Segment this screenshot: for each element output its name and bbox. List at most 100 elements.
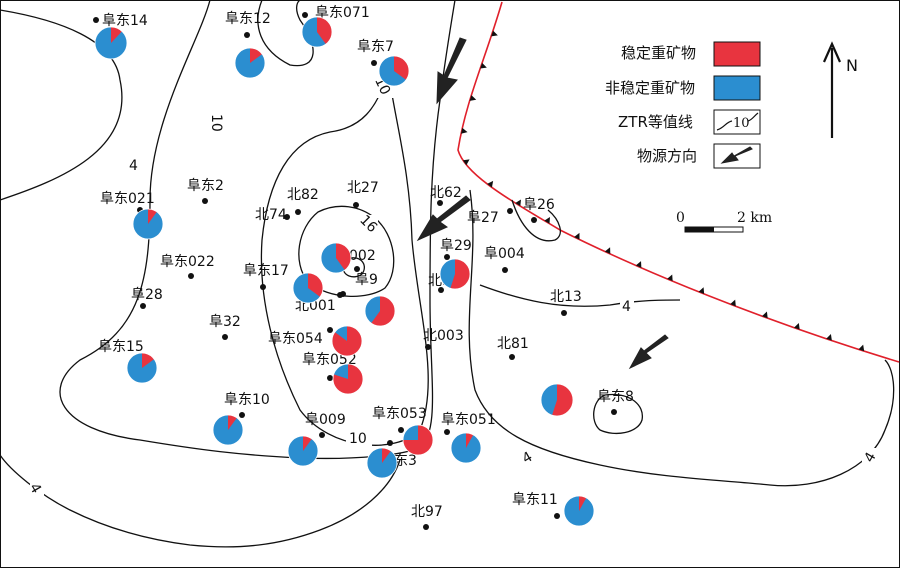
pie-outline (94, 26, 128, 60)
well-dot (423, 524, 429, 530)
legend-provenance-arrow (720, 146, 753, 164)
well-label: 阜26 (523, 196, 555, 213)
well-dot (327, 327, 333, 333)
pie-chart (234, 47, 266, 79)
well-dot (554, 513, 560, 519)
contour-label: 4 (622, 299, 631, 315)
provenance-arrow-center (416, 195, 471, 242)
pie-stable-slice (308, 273, 323, 297)
fault-barb (635, 261, 642, 268)
pie-outline (540, 383, 574, 417)
pie-chart (439, 258, 471, 290)
well-dot (353, 202, 359, 208)
scale-end: 2 km (737, 210, 772, 226)
well-dot (202, 198, 208, 204)
legend-provenance-label: 物源方向 (637, 147, 697, 165)
well-dot (444, 429, 450, 435)
well-dot (509, 354, 515, 360)
pie-outline (366, 447, 398, 479)
pie-chart (212, 414, 244, 446)
well-label: 北81 (497, 336, 529, 352)
fault-barb (491, 30, 498, 37)
pie-outline (439, 258, 471, 290)
well-dot (337, 292, 343, 298)
well-label: 北62 (430, 185, 462, 201)
pie-outline (332, 363, 364, 395)
well-dot (387, 440, 393, 446)
well-dot (140, 303, 146, 309)
contour-4-26 (511, 199, 561, 242)
fault-barb (858, 344, 865, 352)
pie-stable-slice (317, 17, 332, 45)
pie-chart (292, 272, 324, 304)
pie-chart (126, 352, 158, 384)
pie-chart (332, 363, 364, 395)
pie-chart (450, 432, 482, 464)
pie-outline (320, 242, 352, 274)
contour-label: 4 (129, 158, 138, 174)
pie-chart (402, 424, 434, 456)
pie-outline (132, 208, 164, 240)
fault-barb (667, 274, 673, 282)
well-dot (398, 427, 404, 433)
well-label: 阜东8 (597, 388, 634, 405)
pie-chart (287, 435, 319, 467)
well-dot (531, 217, 537, 223)
well-dot (502, 267, 508, 273)
pie-chart (132, 208, 164, 240)
fault-barb (461, 127, 468, 134)
pie-stable-slice (228, 415, 237, 430)
pie-stable-slice (333, 364, 364, 394)
legend-ztr-value: 10 (733, 116, 750, 131)
contour-label: 10 (208, 114, 224, 132)
pie-chart (378, 55, 410, 87)
well-label: 北97 (411, 504, 443, 520)
provenance-arrow-north (436, 37, 467, 105)
contour-4-inner-east (479, 284, 681, 307)
well-dot (284, 214, 290, 220)
well-label: 阜东2 (187, 177, 224, 194)
legend-unstable-label: 非稳定重矿物 (605, 79, 695, 97)
pie-outline (402, 424, 434, 456)
well-dot (354, 266, 360, 272)
well-dot (438, 287, 444, 293)
contour-labels: 10 10 4 16 4 10 4 4 4 (26, 75, 880, 497)
legend-ztr-box (713, 109, 761, 135)
pie-stable-slice (382, 448, 391, 463)
pie-outline (292, 272, 324, 304)
well-label: 北13 (550, 289, 582, 305)
pie-outline (364, 295, 396, 327)
well-label: 阜27 (467, 209, 499, 226)
pie-chart (563, 495, 595, 527)
fault-barb (469, 95, 477, 101)
contour-4-east (468, 189, 895, 487)
scale-bar: 0 2 km (676, 210, 772, 233)
pie-outline (126, 352, 158, 384)
pie-stable-slice (250, 48, 263, 63)
pie-stable-slice (303, 436, 312, 451)
contour-fudong8 (593, 393, 643, 434)
north-arrow: N (822, 41, 858, 138)
well-dot (611, 409, 617, 415)
well-dot (295, 209, 301, 215)
well-label: 北82 (287, 187, 319, 203)
well-dot (93, 17, 99, 23)
north-label: N (846, 56, 858, 75)
well-label: 阜009 (305, 411, 346, 428)
well-dot (188, 273, 194, 279)
pie-outline (450, 432, 482, 464)
well-dot (371, 60, 377, 66)
well-label: 阜东051 (441, 411, 496, 428)
fault-barb (794, 322, 800, 330)
pie-chart (301, 16, 333, 48)
contour-10-outer (59, 0, 456, 460)
well-label: 阜东17 (243, 262, 289, 279)
pie-stable-slice (552, 384, 573, 416)
fault-barb (698, 287, 705, 294)
provenance-arrow-east (628, 334, 669, 370)
pie-outline (378, 55, 410, 87)
pie-stable-slice (450, 259, 471, 289)
pie-outline (331, 325, 363, 357)
pie-chart (94, 26, 128, 60)
